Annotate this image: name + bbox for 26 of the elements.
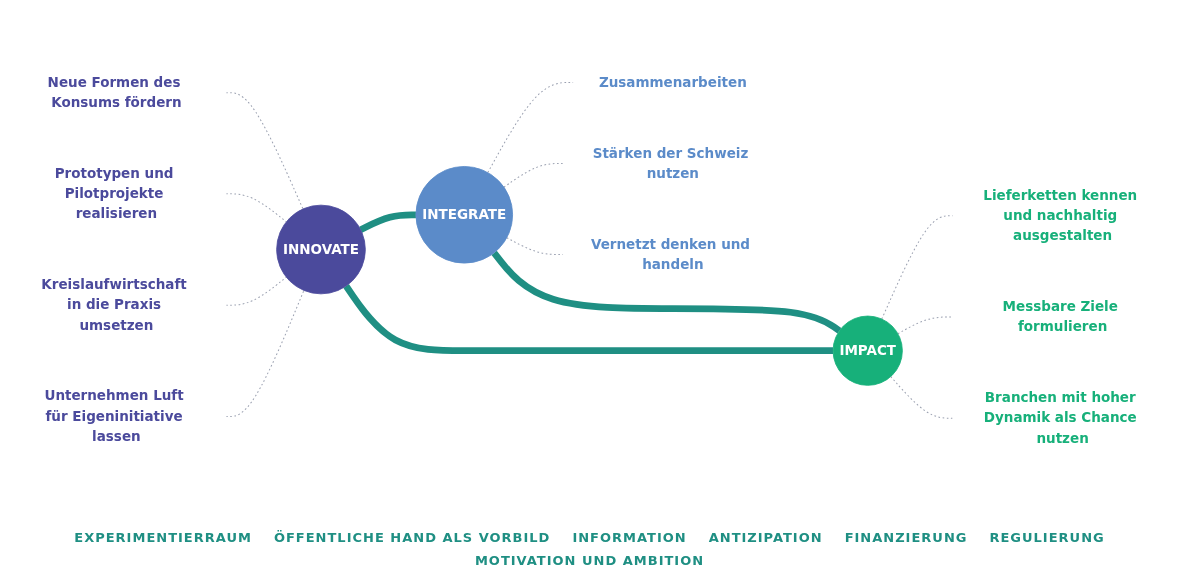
node-circle: INNOVATE xyxy=(276,204,366,294)
node-text: Prototypen und Pilotprojekte realisieren xyxy=(54,164,174,222)
node-circle: INTEGRATE xyxy=(415,165,513,264)
node-text: Zusammenarbeiten xyxy=(598,73,747,90)
band-label: ANTIZIPATION xyxy=(708,530,823,545)
band-label: REGULIERUNG xyxy=(989,530,1105,545)
node-text: Branchen mit hoher Dynamik als Chance nutzen xyxy=(983,389,1137,446)
node-text: Stärken der Schweiz nutzen xyxy=(592,144,749,181)
node-text: Lieferketten kennen und nachhaltig ausgestalten xyxy=(983,186,1138,244)
band-label: FINANZIERUNG xyxy=(844,530,968,545)
node-text: Kreislaufwirtschaft in die Praxis umsetzen xyxy=(41,276,187,333)
node-text: Vernetzt denken und handeln xyxy=(590,235,751,272)
connector xyxy=(343,283,834,354)
band-label: MOTIVATION UND AMBITION xyxy=(474,553,705,568)
connector xyxy=(359,210,416,233)
band-label: EXPERIMENTIERRAUM xyxy=(74,530,252,545)
connector xyxy=(491,250,842,334)
connector xyxy=(890,375,954,419)
node-circle: IMPACT xyxy=(832,315,903,386)
node-text: Messbare Ziele formulieren xyxy=(1002,297,1118,335)
connector xyxy=(225,289,305,417)
band-label: INFORMATION xyxy=(572,530,687,545)
node-text: Unternehmen Luft für Eigeninitiative lassen xyxy=(44,387,184,444)
node-text: Neue Formen des Konsums fördern xyxy=(47,73,182,110)
connector xyxy=(897,316,954,334)
band-label: ÖFFENTLICHE HAND ALS VORBILD xyxy=(273,530,551,545)
